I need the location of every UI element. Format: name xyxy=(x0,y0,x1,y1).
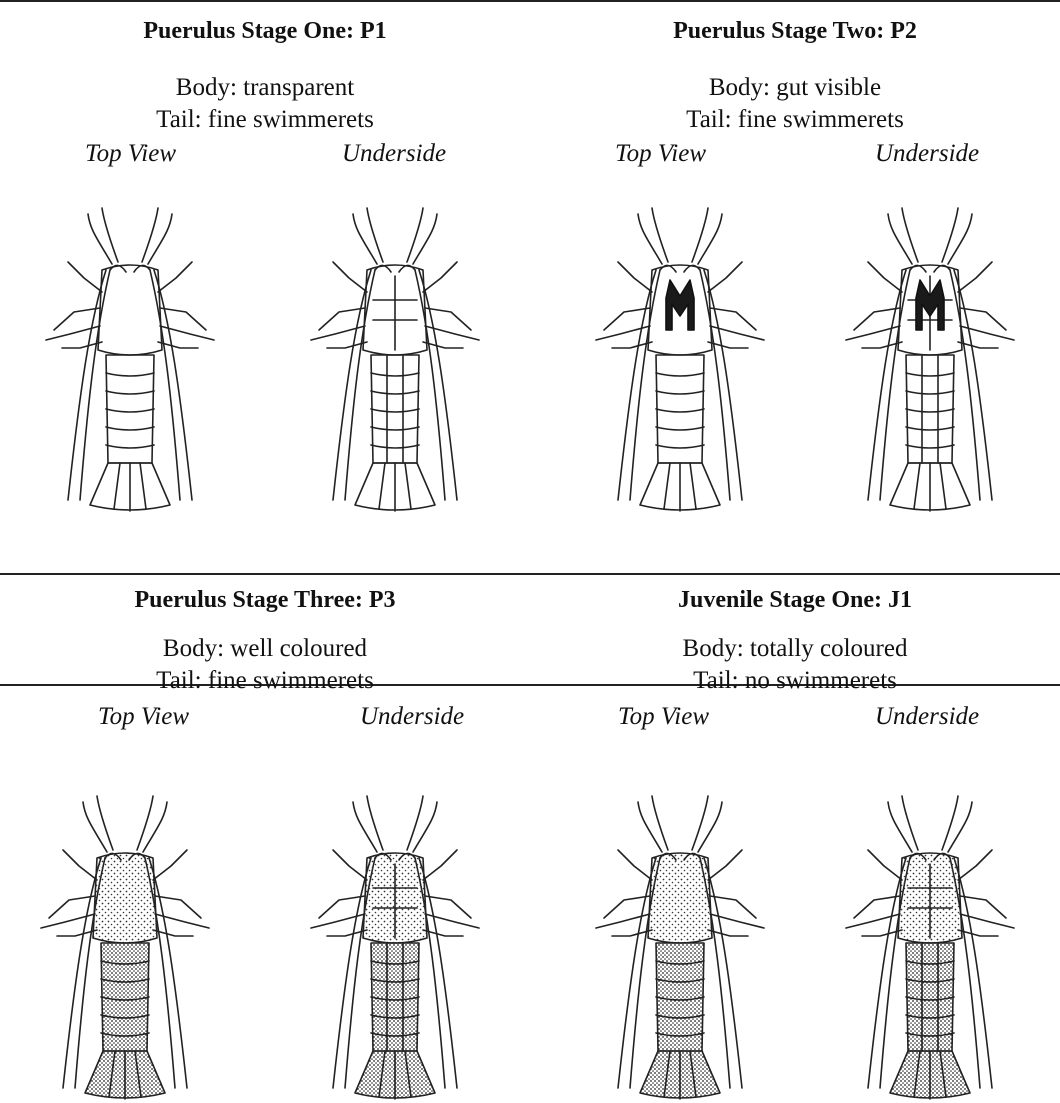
lobster-top-view xyxy=(40,200,220,515)
lobster-underside xyxy=(305,200,485,515)
tail-description: Tail: fine swimmerets xyxy=(0,104,530,136)
stage-title: Puerulus Stage Three: P3 xyxy=(0,587,530,614)
lobster-underside xyxy=(840,200,1020,515)
top-view-label: Top View xyxy=(98,703,189,731)
top-view-label: Top View xyxy=(85,140,176,168)
underside-label: Underside xyxy=(360,703,464,731)
stage-title: Puerulus Stage Two: P2 xyxy=(530,18,1060,45)
body-description: Body: gut visible xyxy=(530,72,1060,104)
panel-p1: Puerulus Stage One: P1 Body: transparent… xyxy=(0,0,530,573)
lobster-top-view xyxy=(590,200,770,515)
body-description: Body: totally coloured xyxy=(530,633,1060,665)
body-description: Body: transparent xyxy=(0,72,530,104)
lobster-top-view xyxy=(590,788,770,1103)
top-view-label: Top View xyxy=(618,703,709,731)
lobster-top-view xyxy=(35,788,215,1103)
stage-title: Juvenile Stage One: J1 xyxy=(530,587,1060,614)
tail-description: Tail: no swimmerets xyxy=(530,665,1060,697)
stage-title: Puerulus Stage One: P1 xyxy=(0,18,530,45)
panel-p2: Puerulus Stage Two: P2 Body: gut visible… xyxy=(530,0,1060,573)
tail-description: Tail: fine swimmerets xyxy=(0,665,530,697)
lobster-underside xyxy=(840,788,1020,1103)
underside-label: Underside xyxy=(875,703,979,731)
underside-label: Underside xyxy=(875,140,979,168)
lobster-underside xyxy=(305,788,485,1103)
panel-j1: Juvenile Stage One: J1 Body: totally col… xyxy=(530,573,1060,1086)
tail-description: Tail: fine swimmerets xyxy=(530,104,1060,136)
top-view-label: Top View xyxy=(615,140,706,168)
body-description: Body: well coloured xyxy=(0,633,530,665)
underside-label: Underside xyxy=(342,140,446,168)
panel-p3: Puerulus Stage Three: P3 Body: well colo… xyxy=(0,573,530,1086)
